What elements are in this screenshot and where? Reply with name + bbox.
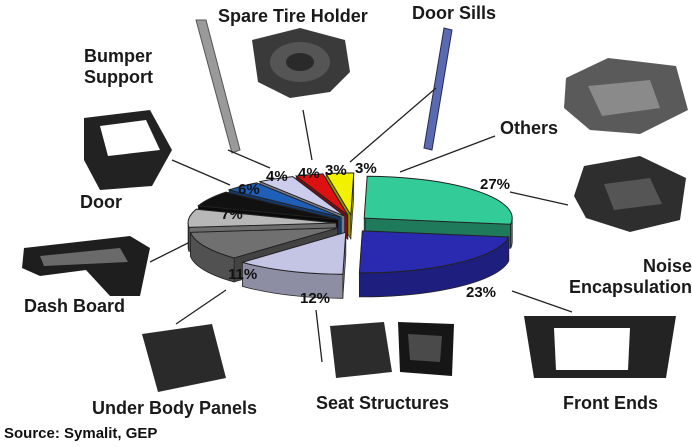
pie-slice-bumper-support <box>227 182 342 218</box>
label-door: Door <box>80 192 122 212</box>
label-noise-encapsulation: Noise Encapsulation <box>568 256 692 297</box>
label-seat-structures: Seat Structures <box>316 393 450 413</box>
leader-lines <box>149 87 573 363</box>
seat-structures-photo <box>330 322 454 378</box>
label-bumper-support: Bumper Support <box>84 46 153 87</box>
pct-noise-encapsulation: 27% <box>480 176 511 193</box>
label-dash-board: Dash Board <box>24 296 126 316</box>
pct-door: 6% <box>238 181 260 198</box>
pie-slice-front-ends <box>358 230 510 274</box>
front-ends-photo <box>524 316 676 378</box>
pct-front-ends: 23% <box>466 284 497 301</box>
label-door-sills: Door Sills <box>412 3 497 23</box>
pct-dash-board: 7% <box>221 206 243 223</box>
spare-tire-holder-photo <box>252 28 350 98</box>
pie-slice-noise-encapsulation <box>363 175 513 225</box>
pie-slice-others <box>325 172 355 217</box>
pct-bumper-support: 4% <box>266 168 288 185</box>
pct-door-sills: 3% <box>325 162 347 179</box>
pie-slice-dash-board <box>187 208 337 228</box>
label-front-ends: Front Ends <box>563 393 658 413</box>
noise-encapsulation-photo <box>574 156 686 232</box>
dash-board-photo <box>22 236 150 296</box>
product-photos <box>22 19 688 392</box>
pie-slice-seat-structures <box>240 231 347 275</box>
others-photo <box>564 58 688 134</box>
pie-slice-door <box>197 191 339 221</box>
pct-seat-structures: 12% <box>300 290 331 307</box>
pie-slice-under-body-panels <box>189 227 338 259</box>
bumper-support-photo <box>195 19 241 154</box>
door-sills-photo <box>423 27 453 151</box>
source-note: Source: Symalit, GEP <box>4 425 158 442</box>
label-under-body-panels: Under Body Panels <box>92 398 258 418</box>
pie-slice-spare-tire-holder <box>258 176 345 217</box>
under-body-panel-photo <box>142 324 226 392</box>
label-spare-tire-holder: Spare Tire Holder <box>218 6 368 26</box>
pct-others: 3% <box>355 160 377 177</box>
pie-slices <box>187 172 513 275</box>
pie-slice-door-sills <box>294 173 349 216</box>
label-others: Others <box>500 118 559 138</box>
door-photo <box>84 110 172 190</box>
pct-under-body-panels: 11% <box>228 266 258 283</box>
pct-spare-tire-holder: 4% <box>298 165 320 182</box>
